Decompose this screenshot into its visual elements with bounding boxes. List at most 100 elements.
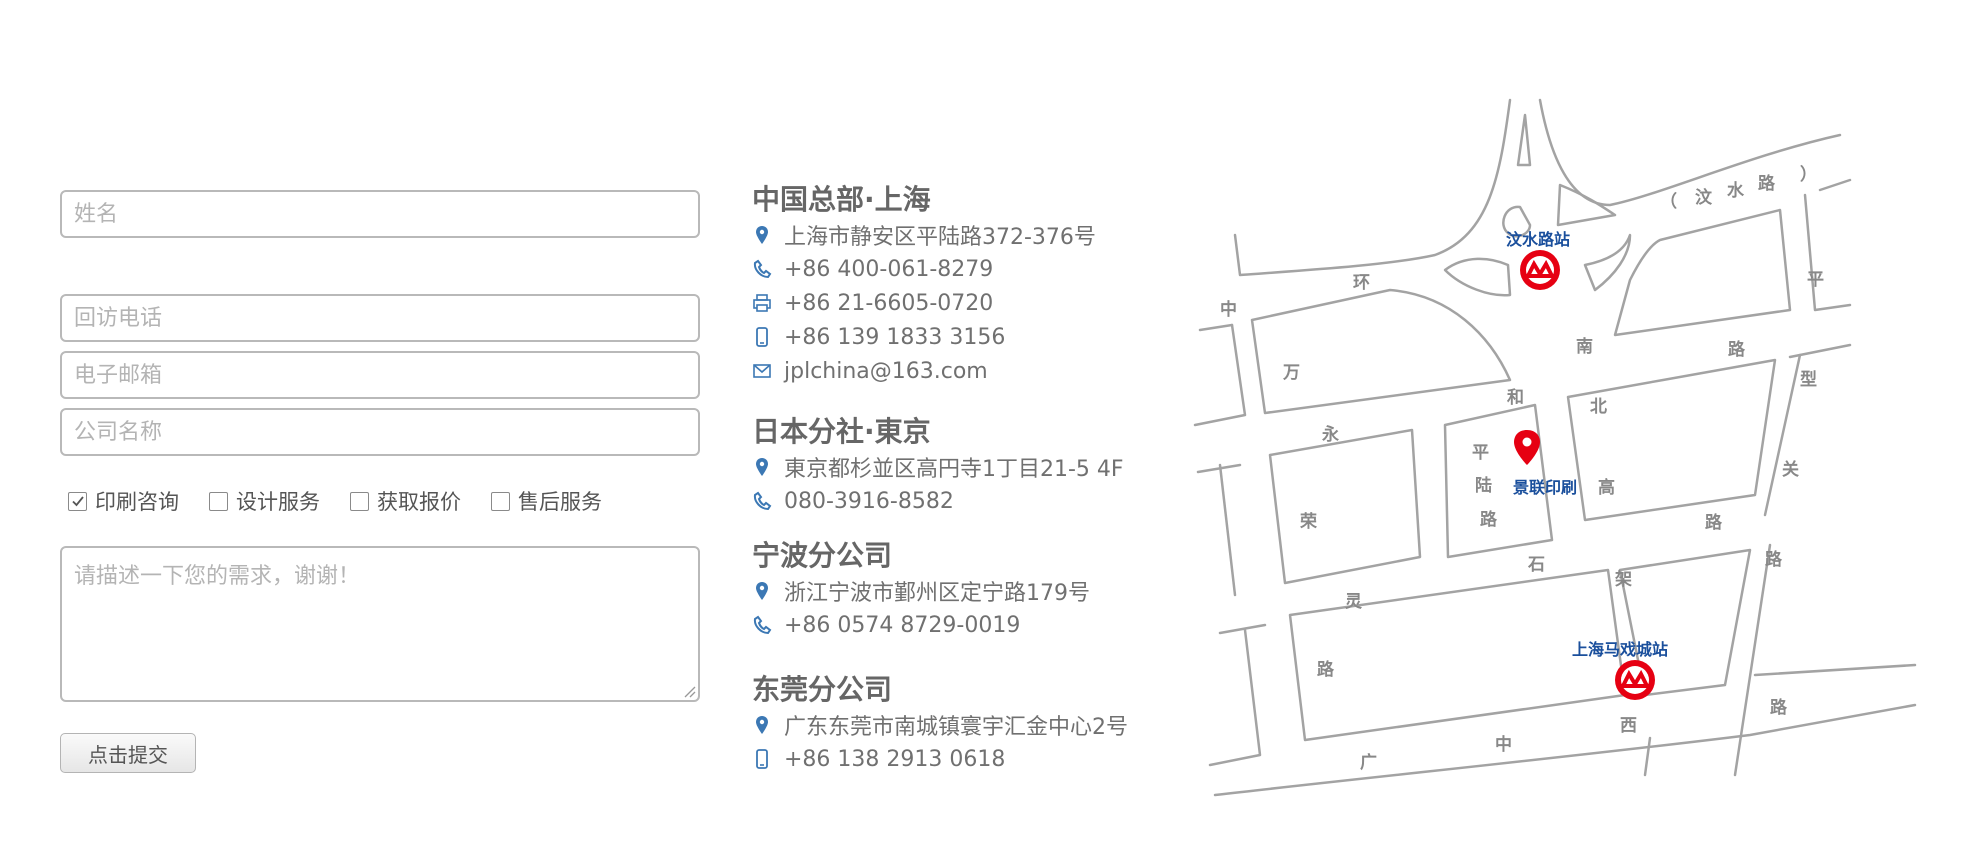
metro-station-circus-world[interactable]: 上海马戏城站: [1572, 640, 1668, 700]
office-fax: +86 21-6605-0720: [752, 286, 1096, 320]
office-email: jplchina@163.com: [752, 354, 1096, 388]
road-labels: （ 汶 水 路 ） 平 型 关 路 中 环 南 路 万 和 北 永 平 陆 路 …: [1220, 164, 1824, 773]
road-label: 环: [1353, 273, 1370, 293]
office-phone: +86 0574 8729-0019: [752, 608, 1090, 642]
office-line-text: 浙江宁波市鄞州区定宁路179号: [784, 581, 1090, 606]
checkbox-box[interactable]: [491, 491, 510, 511]
checkbox-after-sales[interactable]: 售后服务: [491, 486, 602, 516]
location-pin-icon: [752, 457, 772, 477]
office-phone: +86 400-061-8279: [752, 252, 1096, 286]
metro-logo-icon: [1615, 660, 1655, 700]
road-label: 路: [1480, 509, 1498, 530]
office-title: 日本分社·東京: [752, 415, 931, 448]
road-label: 汶: [1695, 187, 1713, 208]
road-label: 西: [1620, 716, 1637, 736]
company-input[interactable]: [60, 408, 700, 456]
office-ningbo: 宁波分公司 浙江宁波市鄞州区定宁路179号 +86 0574 8729-0019: [752, 538, 1090, 642]
office-address: 上海市静安区平陆路372-376号: [752, 218, 1096, 252]
road-label: 关: [1782, 459, 1799, 480]
checkbox-label: 设计服务: [236, 490, 320, 514]
road-label: 广: [1360, 752, 1377, 773]
map-pin-icon: [1514, 430, 1540, 465]
office-line-text: +86 138 2913 0618: [784, 746, 1006, 772]
road-label: 灵: [1345, 592, 1363, 612]
checkbox-box[interactable]: [68, 491, 87, 511]
road-label: 平: [1472, 443, 1489, 463]
phone-input[interactable]: [60, 294, 700, 342]
checkbox-design-service[interactable]: 设计服务: [209, 486, 320, 516]
company-label: 景联印刷: [1513, 478, 1577, 497]
office-line-text: +86 400-061-8279: [784, 256, 994, 282]
office-line-text: +86 0574 8729-0019: [784, 612, 1021, 638]
email-icon: [752, 361, 772, 381]
office-mobile: +86 139 1833 3156: [752, 320, 1096, 354]
office-address: 浙江宁波市鄞州区定宁路179号: [752, 574, 1090, 608]
office-line-text: +86 21-6605-0720: [784, 290, 994, 316]
office-tokyo: 日本分社·東京 東京都杉並区高円寺1丁目21-5 4F 080-3916-858…: [752, 414, 1124, 518]
road-label: 路: [1758, 173, 1776, 194]
message-textarea[interactable]: [60, 546, 700, 702]
road-label: 路: [1728, 339, 1746, 360]
office-shanghai: 中国总部·上海 上海市静安区平陆路372-376号 +86 400-061-82…: [752, 182, 1096, 388]
office-line-text: 東京都杉並区高円寺1丁目21-5 4F: [784, 457, 1124, 482]
mobile-icon: [752, 327, 772, 347]
office-title: 东莞分公司: [752, 673, 893, 706]
checkbox-printing-consult[interactable]: 印刷咨询: [68, 486, 179, 516]
office-line-text: 上海市静安区平陆路372-376号: [784, 225, 1096, 250]
road-label: 路: [1317, 659, 1335, 680]
road-label: 路: [1705, 512, 1723, 533]
office-line-text: +86 139 1833 3156: [784, 324, 1006, 350]
station-label: 汶水路站: [1506, 230, 1570, 249]
road-label: 北: [1590, 397, 1607, 417]
office-mobile: +86 138 2913 0618: [752, 742, 1128, 776]
phone-icon: [752, 259, 772, 279]
metro-station-wenshui[interactable]: 汶水路站: [1506, 230, 1570, 290]
service-checkbox-group: 印刷咨询 设计服务 获取报价 售后服务: [68, 485, 632, 517]
check-mark-icon: [71, 496, 84, 507]
office-dongguan: 东莞分公司 广东东莞市南城镇寰宇汇金中心2号 +86 138 2913 0618: [752, 672, 1128, 776]
road-label: （: [1660, 191, 1677, 212]
road-label: 陆: [1475, 476, 1492, 496]
location-pin-icon: [752, 715, 772, 735]
office-line-text: 080-3916-8582: [784, 488, 954, 514]
submit-button[interactable]: 点击提交: [60, 733, 196, 773]
company-location-marker[interactable]: 景联印刷: [1513, 430, 1577, 497]
road-label: 中: [1495, 734, 1512, 755]
road-label: 路: [1770, 697, 1788, 718]
map-roads: [1193, 98, 1917, 797]
road-label: 路: [1765, 549, 1783, 570]
office-address: 東京都杉並区高円寺1丁目21-5 4F: [752, 450, 1124, 484]
mobile-icon: [752, 749, 772, 769]
road-label: 平: [1807, 270, 1824, 290]
name-input[interactable]: [60, 190, 700, 238]
road-label: 南: [1576, 336, 1593, 357]
road-label: 和: [1507, 388, 1524, 408]
phone-icon: [752, 491, 772, 511]
road-label: 水: [1727, 180, 1745, 201]
checkbox-label: 售后服务: [518, 490, 602, 514]
checkbox-label: 获取报价: [377, 490, 461, 514]
email-input[interactable]: [60, 351, 700, 399]
road-label: 荣: [1299, 512, 1317, 532]
road-label: 架: [1615, 569, 1632, 590]
road-label: 高: [1598, 477, 1615, 498]
station-label: 上海马戏城站: [1572, 640, 1668, 659]
road-label: ）: [1800, 164, 1817, 185]
location-map: （ 汶 水 路 ） 平 型 关 路 中 环 南 路 万 和 北 永 平 陆 路 …: [1193, 98, 1917, 797]
road-label: 型: [1800, 369, 1817, 390]
checkbox-box[interactable]: [209, 491, 228, 511]
checkbox-get-quote[interactable]: 获取报价: [350, 486, 461, 516]
checkbox-label: 印刷咨询: [95, 490, 179, 514]
road-label: 万: [1282, 363, 1300, 383]
checkbox-box[interactable]: [350, 491, 369, 511]
location-pin-icon: [752, 225, 772, 245]
phone-icon: [752, 615, 772, 635]
road-label: 永: [1321, 424, 1339, 445]
metro-logo-icon: [1520, 250, 1560, 290]
location-pin-icon: [752, 581, 772, 601]
road-label: 中: [1220, 299, 1237, 320]
office-line-text: 广东东莞市南城镇寰宇汇金中心2号: [784, 715, 1128, 740]
office-line-text: jplchina@163.com: [784, 358, 988, 384]
office-title: 中国总部·上海: [752, 183, 931, 216]
road-label: 石: [1527, 555, 1545, 575]
